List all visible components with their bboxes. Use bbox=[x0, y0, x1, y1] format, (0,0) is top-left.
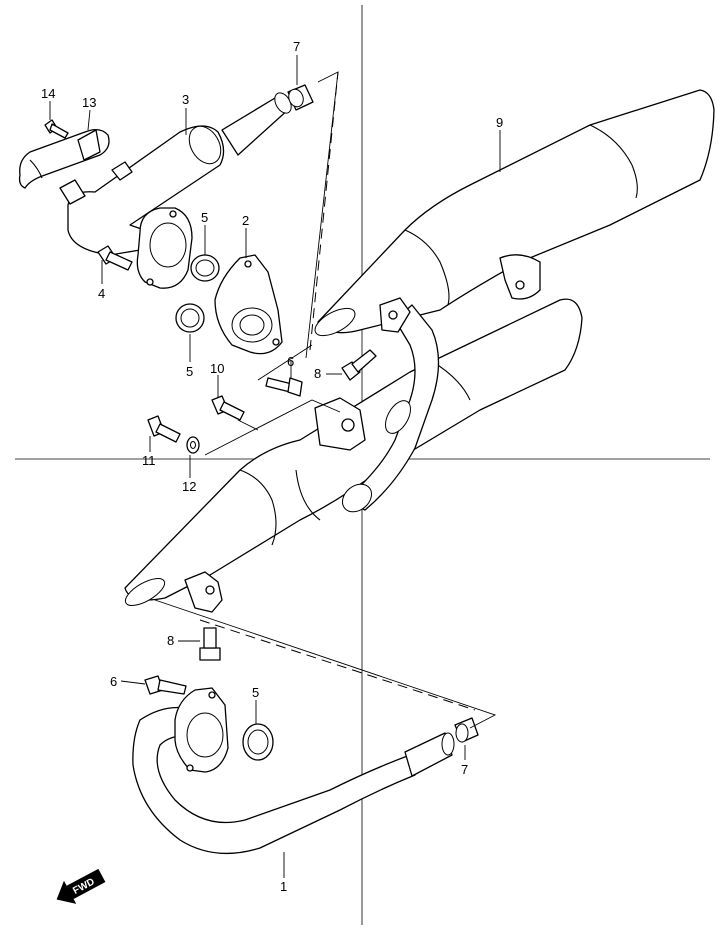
callout-5-lower: 5 bbox=[252, 685, 259, 700]
bolt-8a bbox=[341, 349, 377, 381]
callout-3: 3 bbox=[182, 92, 189, 107]
guide-lines bbox=[154, 71, 497, 729]
callout-13: 13 bbox=[82, 95, 96, 110]
bolt-14 bbox=[44, 119, 69, 139]
callout-6-lower: 6 bbox=[110, 674, 117, 689]
spacer-7a bbox=[287, 84, 314, 111]
gasket-5c bbox=[242, 723, 274, 761]
bolt-10 bbox=[211, 395, 245, 421]
gasket-5b bbox=[175, 303, 205, 333]
callout-5-upper: 5 bbox=[201, 210, 208, 225]
callout-8-upper: 8 bbox=[314, 366, 321, 381]
callout-9: 9 bbox=[496, 115, 503, 130]
callout-11: 11 bbox=[142, 453, 156, 468]
callout-4: 4 bbox=[98, 286, 105, 301]
clamp bbox=[18, 128, 110, 189]
callout-8-lower: 8 bbox=[167, 633, 174, 648]
spacer-7b bbox=[454, 717, 479, 743]
callout-7-upper: 7 bbox=[293, 39, 300, 54]
callout-5-middle: 5 bbox=[186, 364, 193, 379]
exhaust-pipe-upper bbox=[59, 92, 292, 289]
muffler-upper bbox=[314, 89, 715, 337]
bolt-6a bbox=[265, 377, 303, 397]
callout-14: 14 bbox=[41, 86, 55, 101]
joint-flange-2 bbox=[214, 254, 283, 355]
bolt-8b bbox=[199, 627, 221, 661]
callout-1: 1 bbox=[280, 879, 287, 894]
gasket-5a bbox=[190, 254, 220, 282]
callouts: 14 13 3 7 9 5 2 4 5 6 8 10 11 12 8 6 5 7… bbox=[41, 39, 503, 894]
callout-6-upper: 6 bbox=[287, 354, 294, 369]
muffler-lower bbox=[124, 297, 583, 613]
washer-12 bbox=[186, 436, 200, 454]
bolt-4 bbox=[97, 245, 133, 271]
fwd-label: FWD bbox=[71, 876, 96, 896]
fwd-arrow-icon: FWD bbox=[56, 868, 106, 904]
callout-12: 12 bbox=[182, 479, 196, 494]
exhaust-pipe-lower bbox=[132, 687, 455, 855]
callout-10: 10 bbox=[210, 361, 224, 376]
callout-7-lower: 7 bbox=[461, 762, 468, 777]
bolt-6b bbox=[144, 675, 187, 695]
bolt-11 bbox=[147, 415, 181, 443]
leader-lines bbox=[49, 55, 501, 878]
callout-2: 2 bbox=[242, 213, 249, 228]
